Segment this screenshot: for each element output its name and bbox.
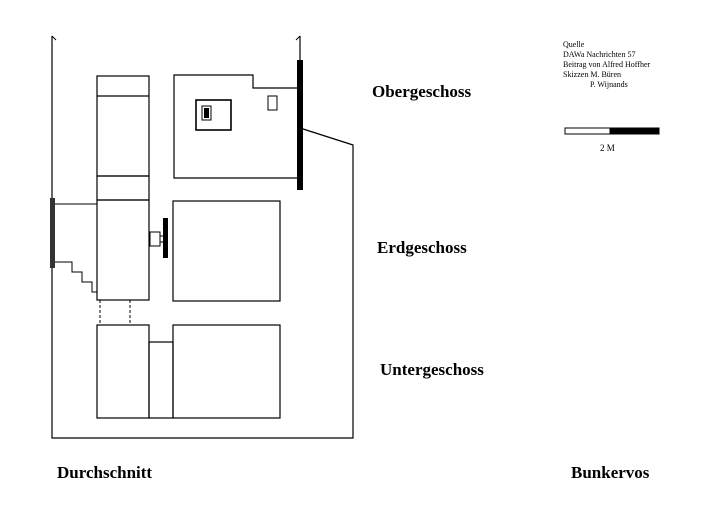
credit-line-5: P. Wijnands: [590, 80, 628, 89]
top-edge-right: [295, 35, 301, 41]
armored-door-ground: [163, 218, 168, 258]
credit-line-4: Skizzen M. Büren: [563, 70, 621, 79]
credit-line-1: Quelle: [563, 40, 585, 49]
scale-label: 2 M: [600, 143, 615, 153]
stair-shaft: [96, 75, 150, 301]
entrance-steps: [50, 198, 97, 293]
credit-line-2: DAWa Nachrichten 57: [563, 50, 635, 59]
label-lower-floor: Untergeschoss: [380, 360, 484, 379]
ground-floor-room: [149, 200, 281, 302]
label-ground-floor: Erdgeschoss: [377, 238, 467, 257]
caption-section: Durchschnitt: [57, 463, 152, 482]
credit-line-3: Beitrag von Alfred Hoffher: [563, 60, 650, 69]
armored-door-upper: [297, 60, 303, 190]
scale-bar: 2 M: [564, 127, 660, 153]
top-edge-left: [51, 35, 57, 41]
upper-floor-room: [173, 60, 303, 190]
source-credits: Quelle DAWa Nachrichten 57 Beitrag von A…: [563, 40, 650, 89]
lower-passage: [97, 299, 149, 326]
caption-bunker: Bunkervos: [571, 463, 650, 482]
label-upper-floor: Obergeschoss: [372, 82, 472, 101]
lower-floor-rooms: [96, 324, 281, 419]
